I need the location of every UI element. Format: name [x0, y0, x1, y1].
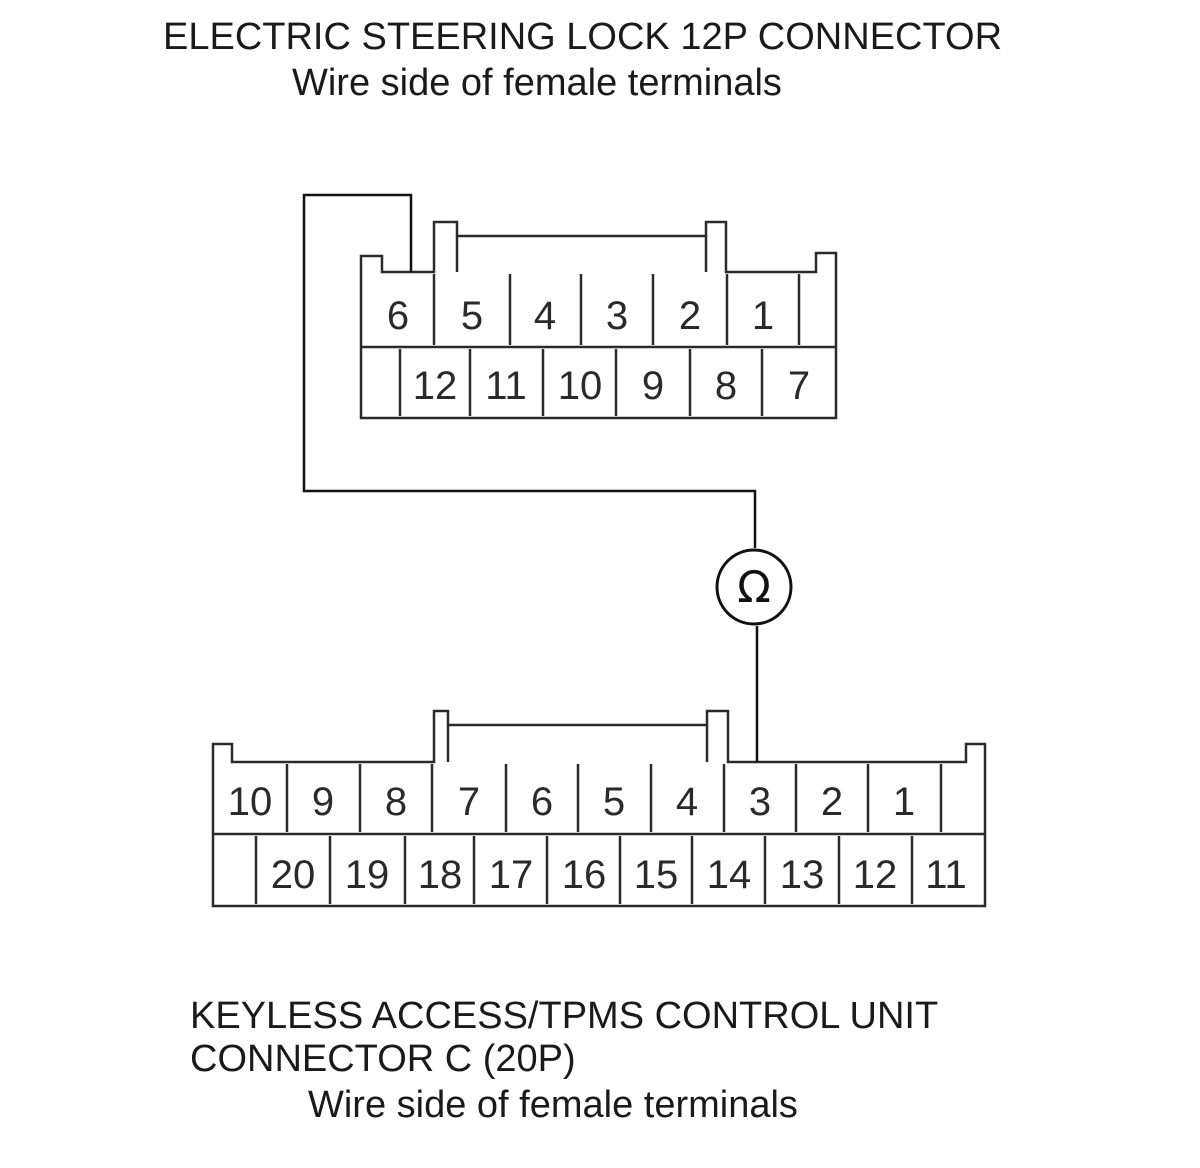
- top-row1-pin-labels: 6 5 4 3 2 1: [387, 294, 774, 338]
- pin-label: 3: [749, 780, 771, 824]
- bottom-connector-housing: [211, 709, 987, 908]
- pin-label: 18: [418, 853, 463, 897]
- pin-label: 12: [413, 364, 458, 408]
- pin-label: 9: [642, 364, 664, 408]
- pin-label: 19: [345, 853, 390, 897]
- ohm-symbol: Ω: [737, 562, 771, 613]
- top-connector-title: ELECTRIC STEERING LOCK 12P CONNECTOR: [163, 16, 1003, 58]
- pin-label: 20: [271, 853, 316, 897]
- pin-label: 16: [562, 853, 607, 897]
- bottom-row1-pin-labels: 10 9 8 7 6 5 4 3 2 1: [228, 780, 915, 824]
- pin-label: 7: [788, 364, 810, 408]
- pin-label: 3: [606, 294, 628, 338]
- pin-label: 17: [489, 853, 534, 897]
- bottom-connector-title-line2: CONNECTOR C (20P): [190, 1038, 576, 1080]
- pin-label: 5: [461, 294, 483, 338]
- pin-label: 14: [707, 853, 752, 897]
- pin-label: 10: [228, 780, 273, 824]
- pin-label: 4: [534, 294, 556, 338]
- pin-label: 2: [821, 780, 843, 824]
- pin-label: 11: [925, 853, 967, 897]
- ohmmeter-icon: [715, 548, 793, 626]
- pin-label: 1: [752, 294, 774, 338]
- top-row2-pin-labels: 12 11 10 9 8 7: [413, 364, 810, 408]
- bottom-row2-pin-labels: 20 19 18 17 16 15 14 13 12 11: [271, 853, 967, 897]
- pin-label: 7: [458, 780, 480, 824]
- bottom-row1-separators: [285, 764, 943, 832]
- pin-label: 10: [558, 364, 603, 408]
- pin-label: 8: [385, 780, 407, 824]
- bottom-row2-separators: [254, 836, 914, 904]
- pin-label: 4: [676, 780, 698, 824]
- pin-label: 15: [634, 853, 679, 897]
- pin-label: 11: [485, 364, 527, 408]
- bottom-connector-subtitle: Wire side of female terminals: [308, 1084, 798, 1126]
- test-lead-top: [302, 193, 757, 548]
- pin-label: 1: [893, 780, 915, 824]
- pin-label: 13: [780, 853, 825, 897]
- pin-label: 8: [715, 364, 737, 408]
- pin-label: 9: [312, 780, 334, 824]
- pin-label: 6: [387, 294, 409, 338]
- pin-label: 6: [531, 780, 553, 824]
- top-row1-separators: [432, 274, 801, 345]
- top-connector-subtitle: Wire side of female terminals: [292, 62, 782, 104]
- pin-label: 2: [679, 294, 701, 338]
- bottom-connector-title-line1: KEYLESS ACCESS/TPMS CONTROL UNIT: [190, 995, 939, 1037]
- top-connector-housing: [359, 220, 838, 420]
- top-row2-separators: [398, 349, 764, 416]
- pin-label: 5: [603, 780, 625, 824]
- pin-label: 12: [853, 853, 898, 897]
